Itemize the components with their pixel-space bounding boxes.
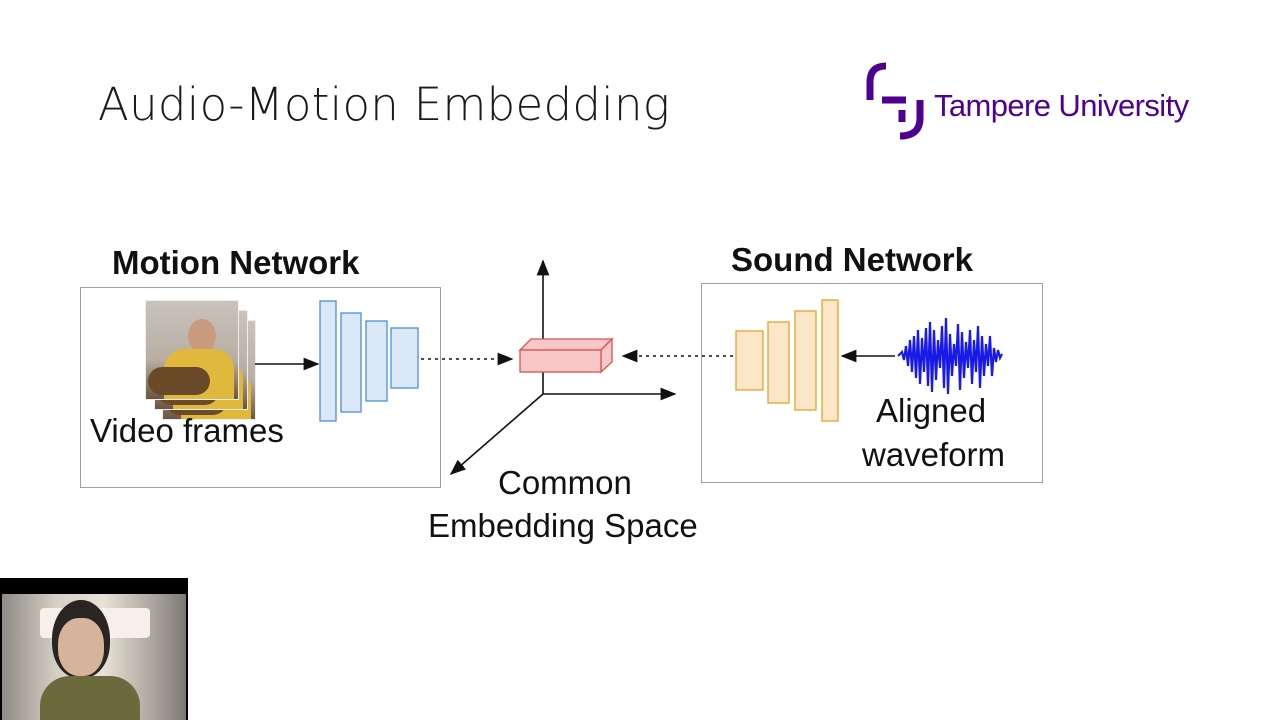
logo-text: Tampere University — [934, 88, 1189, 123]
video-frames-label: Video frames — [90, 412, 284, 449]
video-frame — [145, 300, 239, 400]
waveform-label: waveform — [862, 436, 1006, 473]
embedding-cube — [518, 337, 614, 374]
embedding-label-line2: Embedding Space — [428, 507, 698, 544]
presenter-webcam — [0, 578, 188, 720]
slide-title: Audio-Motion Embedding — [98, 78, 671, 131]
motion-network-title: Motion Network — [112, 244, 360, 281]
presenter-face — [58, 618, 104, 676]
presenter-body — [40, 676, 140, 720]
university-logo: Tampere University — [862, 60, 1232, 150]
sound-network-title: Sound Network — [731, 241, 974, 278]
logo-mark-icon — [866, 62, 924, 140]
z-axis-arrow — [449, 393, 544, 476]
motion-network-box — [80, 287, 441, 488]
embedding-label-line1: Common — [498, 464, 632, 501]
aligned-label: Aligned — [876, 392, 987, 429]
